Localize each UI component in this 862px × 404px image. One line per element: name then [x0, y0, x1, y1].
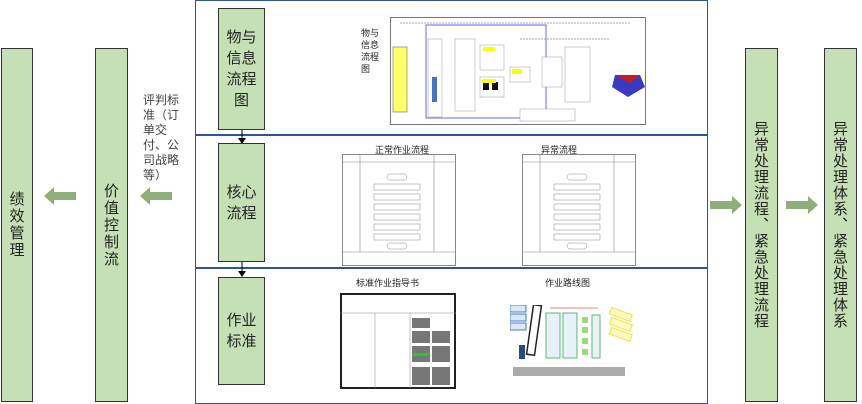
abnormal-process-image [522, 154, 636, 266]
right-arrow-icon [786, 196, 818, 214]
section-box-material-info: 物与信息流程图 [218, 8, 265, 130]
value-control-flow-label: 价值控制流 [102, 182, 120, 268]
section-title: 物与信息流程图 [226, 28, 257, 109]
image-caption: 正常作业流程 [375, 146, 430, 156]
image-caption: 标准作业指导书 [356, 279, 420, 289]
abnormal-process-box: 异常处理流程、紧急处理流程 [745, 48, 778, 402]
abnormal-system-label: 异常处理体系、紧急处理体系 [831, 121, 849, 329]
work-route-image [510, 305, 636, 380]
value-control-flow-box: 价值控制流 [95, 48, 128, 402]
image-caption: 作业路线图 [545, 279, 591, 289]
standard-work-instruction-image [340, 293, 456, 389]
criteria-note: 评判标准（订单交付、公司战略等） [143, 93, 180, 182]
left-arrow-icon [44, 187, 76, 205]
section-box-core-process: 核心流程 [218, 143, 265, 262]
image-caption: 物与信息流程图 [361, 29, 380, 75]
divider [195, 267, 708, 269]
section-title: 核心流程 [226, 182, 257, 222]
normal-process-image [342, 154, 456, 266]
material-info-flow-image [390, 17, 646, 125]
abnormal-system-box: 异常处理体系、紧急处理体系 [824, 48, 857, 402]
abnormal-process-label: 异常处理流程、紧急处理流程 [752, 121, 770, 329]
performance-management-box: 绩效管理 [1, 48, 33, 402]
section-title: 作业标准 [226, 311, 257, 350]
image-caption: 异常流程 [541, 146, 578, 156]
down-arrow-icon [238, 130, 246, 144]
divider [195, 134, 708, 136]
down-arrow-icon [238, 262, 246, 277]
section-box-work-standard: 作业标准 [218, 277, 265, 385]
performance-management-label: 绩效管理 [7, 191, 26, 259]
left-arrow-icon [140, 187, 172, 205]
right-arrow-icon [710, 196, 742, 214]
